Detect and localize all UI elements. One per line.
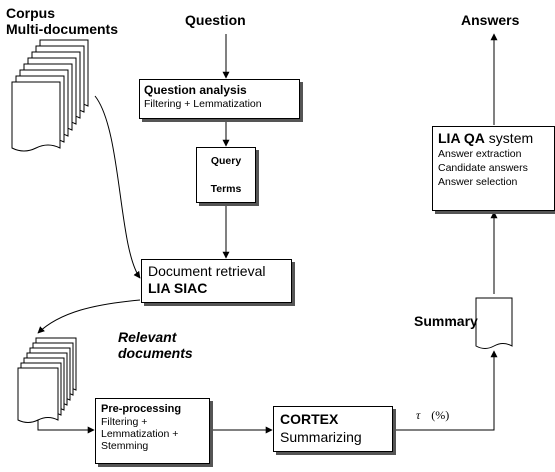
retrieval-to-relevant-arrow — [37, 299, 141, 334]
question-analysis-detail: Filtering + Lemmatization — [144, 98, 262, 110]
preprocessing-title: Pre-processing — [101, 403, 182, 415]
summarizing-label: Summarizing — [280, 429, 362, 445]
corpus-label: Corpus Multi-documents — [6, 5, 118, 37]
document-retrieval-title: Document retrieval — [148, 263, 266, 279]
relevant-to-preprocessing-arrow — [37, 420, 95, 434]
answer-selection-label: Answer selection — [438, 176, 518, 188]
tau-percent-label: τ (%) — [416, 408, 449, 423]
preprocessing-box: Pre-processing Filtering + Lemmatization… — [95, 398, 210, 464]
query-terms-box: Query Terms — [196, 147, 256, 203]
corpus-label-line1: Corpus — [6, 5, 55, 21]
cortex-to-summary-arrow — [393, 350, 498, 431]
lia-qa-title: LIA QA system — [438, 130, 549, 147]
answers-label: Answers — [461, 12, 520, 28]
relevant-label-line2: documents — [118, 345, 193, 361]
terms-label: Terms — [210, 183, 242, 195]
candidate-answers-label: Candidate answers — [438, 162, 528, 174]
summary-document-icon — [475, 297, 513, 349]
lia-qa-system-box: LIA QA system Answer extraction Candidat… — [432, 126, 555, 211]
preprocessing-line1: Filtering + — [101, 416, 148, 428]
answer-extraction-label: Answer extraction — [438, 148, 522, 160]
percent-unit: (%) — [431, 408, 450, 422]
question-analysis-box: Question analysis Filtering + Lemmatizat… — [139, 79, 300, 119]
query-label: Query — [210, 155, 242, 167]
relevant-documents-label: Relevant documents — [118, 329, 193, 361]
question-analysis-title: Question analysis — [144, 83, 247, 97]
summary-label: Summary — [414, 313, 478, 329]
preprocessing-line2: Lemmatization + — [101, 428, 179, 440]
cortex-box: CORTEX Summarizing — [273, 406, 393, 452]
relevant-label-line1: Relevant — [118, 329, 177, 345]
lia-qa-title-bold: LIA QA — [438, 130, 485, 146]
corpus-document-stack-icon — [11, 39, 89, 152]
document-retrieval-box: Document retrieval LIA SIAC — [141, 259, 292, 303]
tau-symbol: τ — [416, 408, 421, 422]
lia-qa-title-rest: system — [484, 130, 534, 146]
corpus-to-retrieval-arrow — [94, 95, 141, 279]
cortex-title: CORTEX — [280, 411, 339, 427]
relevant-document-stack-icon — [17, 337, 77, 423]
preprocessing-line3: Stemming — [101, 440, 149, 452]
question-label: Question — [185, 12, 246, 28]
lia-siac-label: LIA SIAC — [148, 280, 208, 296]
corpus-label-line2: Multi-documents — [6, 21, 118, 37]
